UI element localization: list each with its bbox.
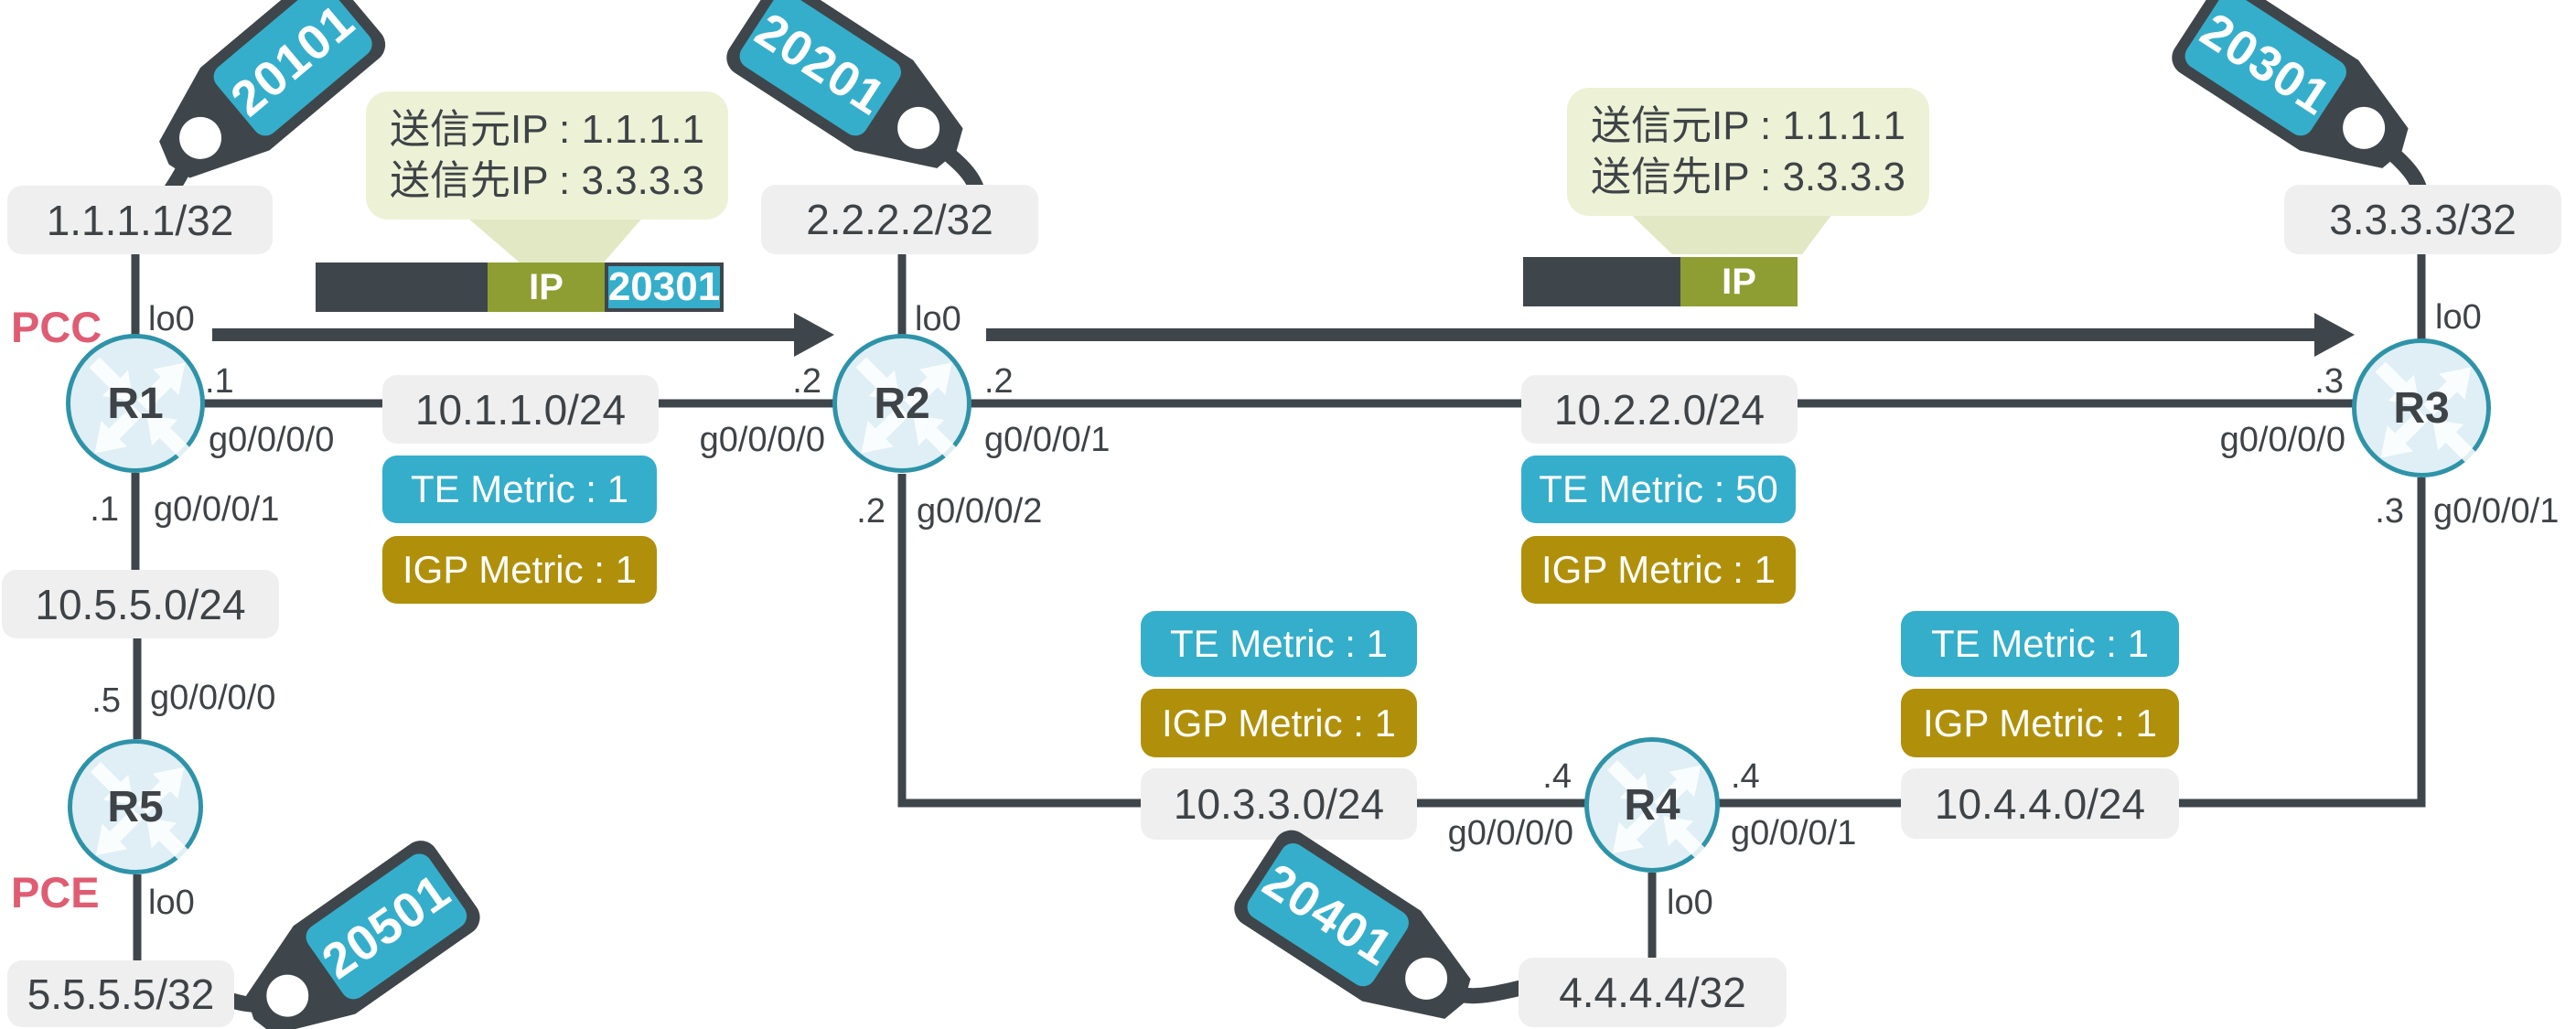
packet-left-ip-segment: IP bbox=[488, 263, 605, 312]
iface-r5-g0-num: .5 bbox=[91, 681, 121, 720]
role-label-pce: PCE bbox=[11, 868, 100, 916]
packet-right-payload-segment bbox=[1523, 257, 1680, 306]
iface-r2-g0-name: g0/0/0/0 bbox=[699, 421, 825, 459]
traffic-arrowhead-r1-r2 bbox=[794, 313, 834, 357]
iface-r5-lo0: lo0 bbox=[148, 884, 195, 922]
tag-hole-icon bbox=[2334, 99, 2393, 157]
router-r2-name: R2 bbox=[874, 379, 930, 428]
te-metric-badge-r2-r3: TE Metric : 50 bbox=[1521, 456, 1796, 523]
network-label-r1-r2: 10.1.1.0/24 bbox=[382, 375, 659, 444]
igp-metric-badge-r4-r3: IGP Metric : 1 bbox=[1901, 689, 2179, 757]
loopback-label-r5: 5.5.5.5/32 bbox=[7, 960, 234, 1027]
network-label-r2-r3: 10.2.2.0/24 bbox=[1521, 375, 1798, 444]
packet-bar-left: IP 20301 bbox=[316, 263, 724, 312]
iface-r3-g0-name: g0/0/0/0 bbox=[2219, 421, 2345, 459]
te-metric-badge-r4-r3: TE Metric : 1 bbox=[1901, 611, 2179, 677]
iface-r3-g0-num: .3 bbox=[2314, 362, 2344, 401]
router-arrows-icon bbox=[2375, 361, 2477, 464]
te-metric-badge-r1-r2: TE Metric : 1 bbox=[382, 456, 657, 523]
iface-r4-g1-num: .4 bbox=[1731, 757, 1760, 796]
iface-r2-g1-name: g0/0/0/1 bbox=[984, 421, 1111, 459]
callout-right-src: 送信元IP : 1.1.1.1 bbox=[1591, 103, 1906, 148]
router-arrows-icon bbox=[91, 762, 189, 861]
router-r1: R1 bbox=[66, 334, 205, 473]
iface-r1-g0-num: .1 bbox=[205, 362, 234, 401]
iface-r1-lo0: lo0 bbox=[148, 300, 195, 338]
tag-hole-icon bbox=[1397, 949, 1455, 1008]
router-r4-name: R4 bbox=[1624, 780, 1680, 830]
packet-left-payload-segment bbox=[316, 263, 488, 312]
iface-r3-lo0: lo0 bbox=[2435, 298, 2482, 337]
iface-r4-lo0: lo0 bbox=[1667, 884, 1713, 922]
router-r3: R3 bbox=[2352, 338, 2491, 477]
callout-left-src: 送信元IP : 1.1.1.1 bbox=[390, 107, 705, 152]
router-arrows-icon bbox=[1607, 760, 1706, 859]
iface-r2-g0-num: .2 bbox=[792, 362, 821, 401]
router-r3-name: R3 bbox=[2393, 383, 2450, 433]
iface-r1-g1-num: .1 bbox=[90, 490, 119, 529]
iface-r1-g0-name: g0/0/0/0 bbox=[209, 421, 335, 459]
igp-metric-badge-r2-r4: IGP Metric : 1 bbox=[1141, 689, 1417, 757]
loopback-label-r4: 4.4.4.4/32 bbox=[1519, 958, 1787, 1027]
router-r5: R5 bbox=[68, 739, 203, 874]
iface-r2-g1-num: .2 bbox=[984, 362, 1014, 401]
iface-r2-g2-name: g0/0/0/2 bbox=[917, 492, 1043, 531]
callout-left-dst: 送信先IP : 3.3.3.3 bbox=[390, 158, 705, 203]
igp-metric-badge-r1-r2: IGP Metric : 1 bbox=[382, 536, 657, 604]
tag-hole-icon bbox=[889, 99, 948, 157]
router-r1-name: R1 bbox=[107, 379, 164, 428]
network-label-r4-r3: 10.4.4.0/24 bbox=[1901, 768, 2179, 839]
te-metric-badge-r2-r4: TE Metric : 1 bbox=[1141, 611, 1417, 677]
router-arrows-icon bbox=[89, 357, 191, 459]
callout-pointer-right bbox=[1619, 203, 1841, 254]
iface-r2-lo0: lo0 bbox=[915, 300, 961, 338]
iface-r5-g0-name: g0/0/0/0 bbox=[150, 679, 276, 717]
router-r5-name: R5 bbox=[107, 782, 164, 831]
router-r2: R2 bbox=[832, 334, 971, 473]
tag-hole-icon bbox=[171, 108, 231, 167]
callout-right-dst: 送信先IP : 3.3.3.3 bbox=[1591, 155, 1906, 199]
iface-r2-g2-num: .2 bbox=[856, 492, 886, 531]
traffic-arrowhead-r2-r3 bbox=[2314, 313, 2355, 357]
loopback-label-r1: 1.1.1.1/32 bbox=[7, 186, 273, 254]
packet-callout-left: 送信元IP : 1.1.1.1 送信先IP : 3.3.3.3 bbox=[366, 91, 729, 220]
iface-r4-g0-num: .4 bbox=[1542, 757, 1572, 796]
iface-r4-g1-name: g0/0/0/1 bbox=[1731, 814, 1857, 852]
packet-bar-right: IP bbox=[1523, 257, 1798, 306]
igp-metric-badge-r2-r3: IGP Metric : 1 bbox=[1521, 536, 1796, 604]
router-r4: R4 bbox=[1584, 737, 1720, 873]
loopback-label-r3: 3.3.3.3/32 bbox=[2284, 185, 2561, 254]
iface-r3-g1-num: .3 bbox=[2375, 492, 2404, 531]
tag-hole-icon bbox=[258, 967, 317, 1025]
network-label-r2-r4: 10.3.3.0/24 bbox=[1141, 768, 1417, 840]
packet-right-ip-segment: IP bbox=[1680, 257, 1798, 306]
iface-r1-g1-name: g0/0/0/1 bbox=[154, 490, 280, 529]
router-arrows-icon bbox=[855, 357, 958, 459]
network-label-r1-r5: 10.5.5.0/24 bbox=[2, 570, 279, 638]
iface-r3-g1-name: g0/0/0/1 bbox=[2433, 492, 2560, 531]
packet-left-sid-segment: 20301 bbox=[605, 263, 724, 312]
role-label-pcc: PCC bbox=[11, 303, 102, 351]
iface-r4-g0-name: g0/0/0/0 bbox=[1447, 814, 1573, 852]
packet-callout-right: 送信元IP : 1.1.1.1 送信先IP : 3.3.3.3 bbox=[1567, 88, 1930, 216]
loopback-label-r2: 2.2.2.2/32 bbox=[761, 185, 1038, 254]
